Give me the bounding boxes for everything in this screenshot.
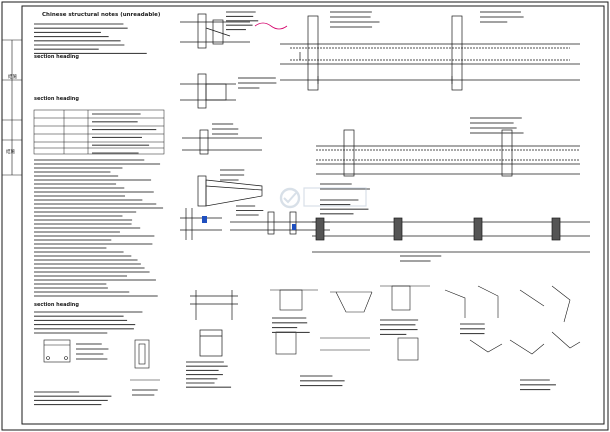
section-boxes <box>130 339 160 381</box>
detail-bent-bar <box>180 13 250 49</box>
beam-elevation-1-labels <box>330 11 524 28</box>
blue-highlight-mark <box>202 216 207 223</box>
detail-haunch <box>197 175 263 207</box>
notes-column: Chinese structural notes (unreadable) se… <box>33 12 165 406</box>
watermark <box>279 187 367 209</box>
beam-type-table <box>33 109 165 155</box>
detail-beam-end <box>180 73 236 109</box>
connection-details <box>270 285 581 361</box>
beam-plan-labels <box>320 199 442 262</box>
detail-cantilever-labels <box>212 123 239 135</box>
detail-cantilever <box>182 129 262 155</box>
inner-border <box>21 5 605 425</box>
title-strip <box>2 39 22 176</box>
beam-elevation-2-labels <box>320 117 524 190</box>
detail-joints-labels <box>236 205 264 216</box>
notes-section-heading: section heading <box>34 302 79 308</box>
connection-details-labels <box>272 317 556 391</box>
detail-haunch-beam-labels <box>186 361 232 388</box>
detail-beam-end-labels <box>238 77 277 89</box>
notes-title: Chinese structural notes (unreadable) <box>42 12 161 18</box>
stirrup-note-lines <box>76 343 109 360</box>
accent-curve <box>254 22 288 30</box>
detail-joints <box>180 208 330 240</box>
notes-section-heading: section heading <box>34 54 79 60</box>
blue-highlight-mark <box>292 224 296 230</box>
notes-text-block <box>34 311 143 334</box>
detail-haunch-labels <box>220 169 245 181</box>
sheet-code-top: 结施 <box>8 73 17 80</box>
stirrup-detail <box>43 339 71 363</box>
section-box-labels <box>132 389 158 396</box>
beam-plan <box>312 217 590 253</box>
beam-elevation-2 <box>316 129 580 177</box>
detail-bent-bar-labels <box>226 11 259 31</box>
beam-elevation-1 <box>280 15 580 91</box>
notes-text-block <box>34 23 147 54</box>
notes-section-heading: section heading <box>34 96 79 102</box>
sheet-code-bottom: 结施 <box>6 148 15 155</box>
detail-haunch-beam <box>190 290 238 357</box>
beam-type-table-cells <box>92 113 157 154</box>
notes-text-block <box>34 159 164 297</box>
notes-text-block <box>34 391 112 406</box>
